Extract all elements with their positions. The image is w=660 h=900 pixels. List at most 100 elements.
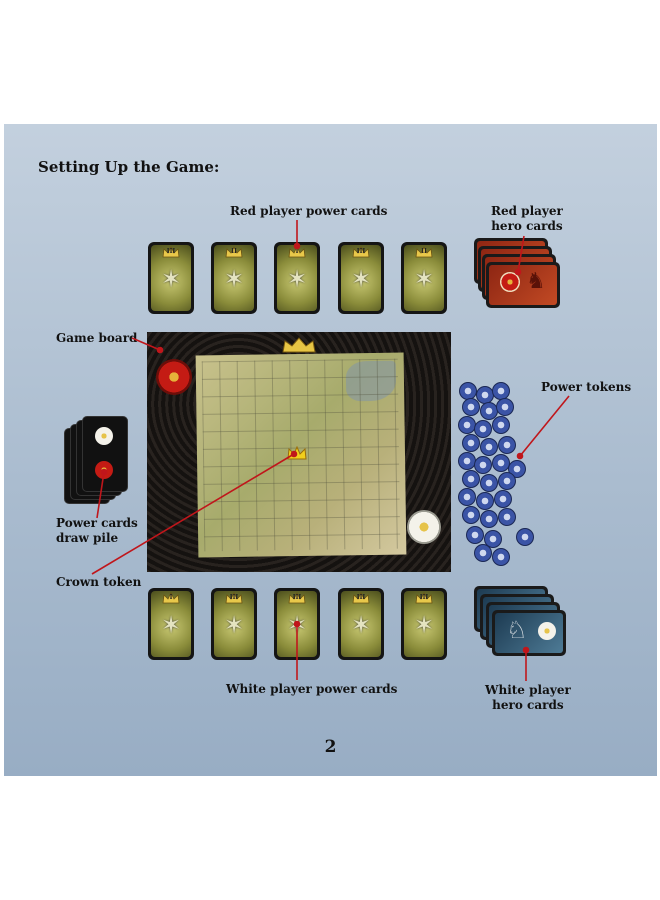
power-token[interactable] — [466, 526, 484, 544]
crown-icon — [162, 246, 180, 258]
crown-icon — [352, 246, 370, 258]
pointer-dot — [293, 620, 301, 628]
white-rose-icon — [407, 510, 441, 544]
card-rank: III — [292, 594, 302, 601]
label-red-hero-cards: Red player hero cards — [491, 204, 563, 234]
crown-icon — [415, 592, 433, 604]
white-hero-card[interactable]: ♘ — [492, 610, 566, 656]
power-token[interactable] — [474, 420, 492, 438]
crown-icon — [415, 246, 433, 258]
star-icon: ✶ — [160, 265, 182, 294]
label-white-hero-cards-line2: hero cards — [492, 698, 564, 712]
crown-icon — [225, 246, 243, 258]
power-token[interactable] — [494, 490, 512, 508]
pointer-dot — [156, 346, 164, 354]
white-power-card[interactable]: III ✶ — [338, 588, 384, 660]
knight-icon: ♘ — [506, 616, 528, 644]
crown-icon — [352, 592, 370, 604]
power-token[interactable] — [462, 470, 480, 488]
label-red-hero-cards-line1: Red player — [491, 204, 563, 218]
label-game-board: Game board — [56, 331, 138, 345]
power-token[interactable] — [480, 474, 498, 492]
crown-icon — [288, 246, 306, 258]
page-heading: Setting Up the Game: — [38, 158, 220, 176]
label-crown-token: Crown token — [56, 575, 142, 589]
card-rank: III — [419, 594, 429, 601]
card-rank: III — [166, 248, 176, 255]
card-rank: I — [169, 594, 173, 601]
draw-pile-card[interactable] — [82, 416, 128, 492]
red-power-card[interactable]: III ✶ — [148, 242, 194, 314]
red-rose-icon — [500, 272, 520, 292]
power-token[interactable] — [480, 510, 498, 528]
crown-icon — [288, 592, 306, 604]
label-power-tokens: Power tokens — [541, 380, 632, 394]
crown-icon — [162, 592, 180, 604]
power-token[interactable] — [516, 528, 534, 546]
label-red-hero-cards-line2: hero cards — [491, 219, 563, 233]
star-icon: ✶ — [223, 611, 245, 640]
card-rank: III — [229, 594, 239, 601]
white-rose-icon — [538, 622, 556, 640]
power-token[interactable] — [496, 398, 514, 416]
power-token[interactable] — [492, 548, 510, 566]
pointer-red-hero-cards — [517, 235, 525, 273]
label-red-power-cards: Red player power cards — [230, 204, 388, 218]
game-board[interactable] — [147, 332, 451, 572]
white-power-card[interactable]: I ✶ — [148, 588, 194, 660]
star-icon: ✶ — [413, 611, 435, 640]
star-icon: ✶ — [413, 265, 435, 294]
label-draw-pile-line1: Power cards — [56, 516, 138, 530]
star-icon: ✶ — [286, 265, 308, 294]
white-power-card[interactable]: III ✶ — [211, 588, 257, 660]
power-token[interactable] — [462, 506, 480, 524]
pointer-dot — [293, 242, 301, 250]
label-draw-pile-line2: draw pile — [56, 531, 119, 545]
red-power-card[interactable]: I ✶ — [274, 242, 320, 314]
label-white-hero-cards-line1: White player — [485, 683, 571, 697]
pointer-draw-pile — [96, 471, 105, 519]
power-token[interactable] — [498, 508, 516, 526]
page-number: 2 — [324, 737, 337, 757]
white-power-card[interactable]: III ✶ — [401, 588, 447, 660]
power-token[interactable] — [476, 492, 494, 510]
pointer-game-board — [131, 337, 161, 351]
red-hero-card[interactable]: ♞ — [486, 262, 560, 308]
pointer-dot — [522, 646, 530, 654]
card-rank: II — [421, 248, 427, 255]
power-token[interactable] — [458, 488, 476, 506]
star-icon: ✶ — [223, 265, 245, 294]
power-token[interactable] — [462, 434, 480, 452]
power-token[interactable] — [474, 544, 492, 562]
star-icon: ✶ — [350, 265, 372, 294]
label-draw-pile: Power cards draw pile — [56, 516, 138, 546]
card-rank: III — [356, 594, 366, 601]
star-icon: ✶ — [160, 611, 182, 640]
pointer-dot — [516, 452, 524, 460]
red-power-card[interactable]: III ✶ — [338, 242, 384, 314]
pointer-crown-token — [91, 453, 295, 575]
crown-icon — [225, 592, 243, 604]
power-token[interactable] — [498, 472, 516, 490]
white-rose-icon — [95, 427, 113, 445]
pointer-dot — [100, 468, 108, 476]
power-token[interactable] — [480, 438, 498, 456]
red-power-card[interactable]: II ✶ — [401, 242, 447, 314]
power-token[interactable] — [498, 436, 516, 454]
pointer-lines — [91, 220, 570, 681]
pointer-dot — [514, 268, 522, 276]
card-rank: III — [356, 248, 366, 255]
power-token[interactable] — [474, 456, 492, 474]
card-rank: II — [231, 248, 237, 255]
power-token[interactable] — [492, 416, 510, 434]
label-white-hero-cards: White player hero cards — [485, 683, 571, 713]
power-token[interactable] — [462, 398, 480, 416]
card-rank: I — [295, 248, 299, 255]
red-rose-icon — [156, 359, 192, 395]
knight-icon: ♞ — [526, 269, 546, 294]
rulebook-page: Setting Up the Game: Red player power ca… — [4, 124, 657, 776]
power-token[interactable] — [484, 530, 502, 548]
pointer-power-tokens — [519, 395, 570, 457]
red-power-card[interactable]: II ✶ — [211, 242, 257, 314]
star-icon: ✶ — [350, 611, 372, 640]
